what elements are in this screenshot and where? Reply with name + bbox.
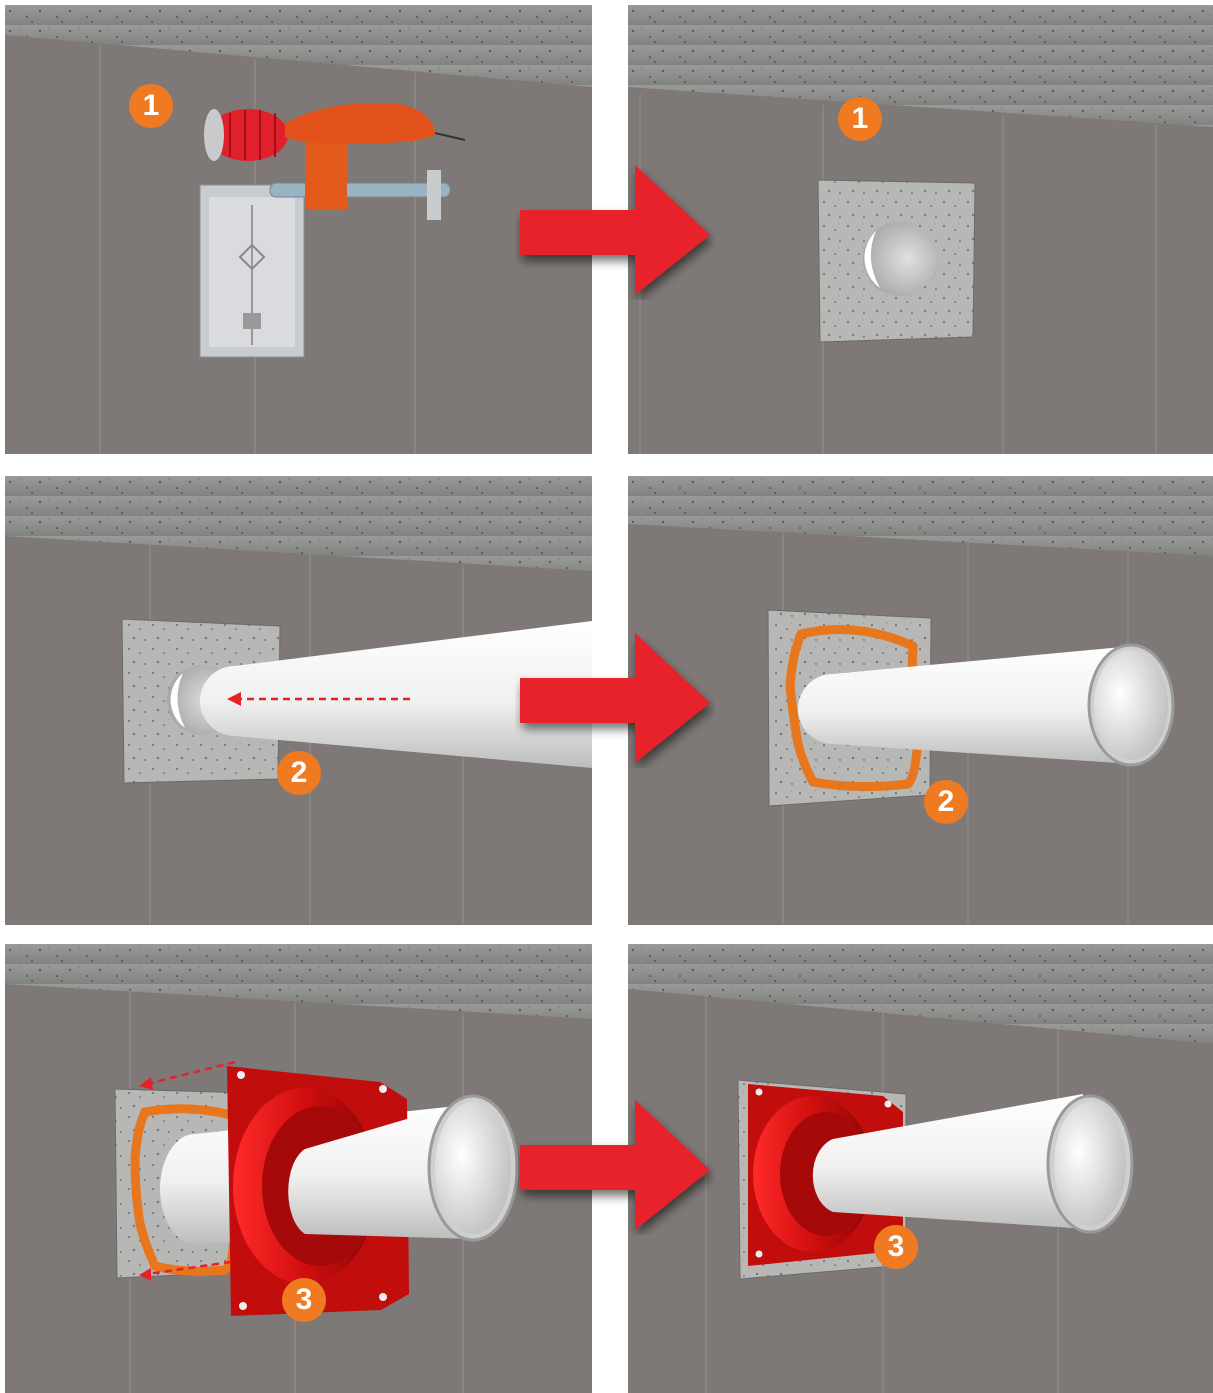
right-arrow-icon [515, 1095, 715, 1235]
step-badge-1b: 1 [838, 97, 882, 141]
core-hole [818, 180, 975, 342]
step1-drilling-panel: 1 [5, 5, 592, 454]
step-badge-2b: 2 [924, 780, 968, 824]
step1-hole-panel: 1 [628, 5, 1213, 454]
right-arrow-icon [515, 628, 715, 768]
step2-insertion-panel: 2 [5, 476, 592, 925]
step3-final-panel: 3 [628, 944, 1213, 1393]
step-badge-1: 1 [129, 84, 173, 128]
step-badge-3: 3 [282, 1278, 326, 1322]
step-badge-2: 2 [277, 751, 321, 795]
right-arrow-icon [515, 160, 715, 300]
step-badge-3b: 3 [874, 1225, 918, 1269]
step2-sealant-panel: 2 [628, 476, 1213, 925]
step3-sleeve-panel: 3 [5, 944, 592, 1393]
